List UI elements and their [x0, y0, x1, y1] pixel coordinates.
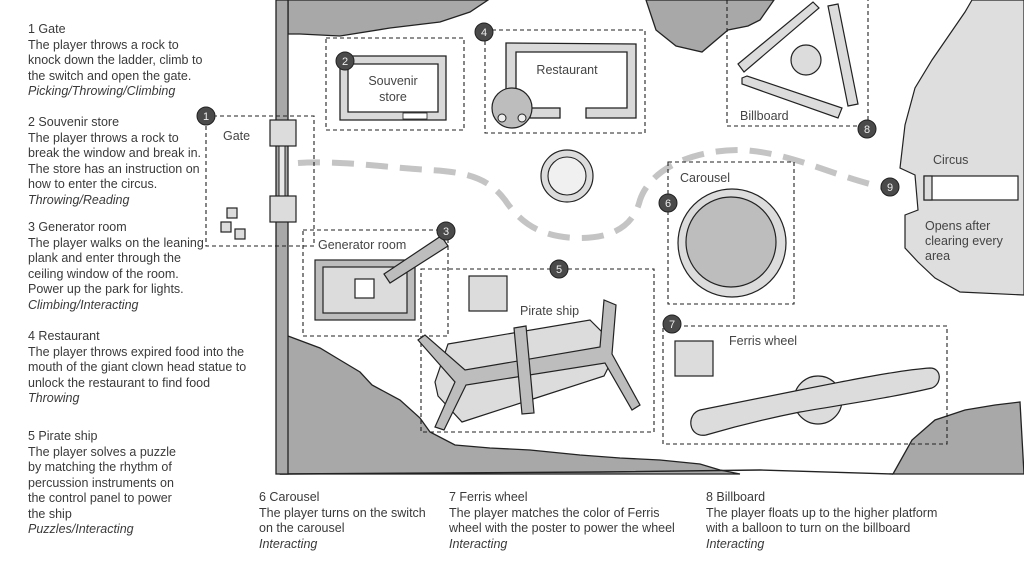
clown-eye	[497, 113, 507, 123]
svg-text:9: 9	[887, 182, 893, 194]
control-panel[interactable]	[468, 275, 508, 312]
zone-souvenir-store	[325, 37, 465, 131]
description-tags: Throwing	[28, 391, 80, 405]
ground-line	[279, 469, 894, 475]
circus-entrance[interactable]	[923, 175, 1019, 201]
ferris-wheel-poster[interactable]	[674, 340, 714, 377]
description-tags: Interacting	[259, 536, 318, 551]
zone-billboard	[726, 0, 869, 127]
circus-label: Circus	[933, 153, 968, 167]
svg-text:8: 8	[864, 124, 870, 136]
generator-room-label: Generator room	[318, 238, 406, 252]
ceiling-window[interactable]	[354, 278, 375, 299]
park-wall	[275, 0, 289, 475]
description-title: 1 Gate	[28, 22, 66, 36]
svg-text:6: 6	[665, 198, 671, 210]
souvenir-store-window[interactable]	[402, 112, 428, 120]
description-title: 6 Carousel	[259, 490, 320, 504]
circus-note: Opens after	[925, 219, 990, 233]
billboard-panel	[741, 75, 843, 119]
marker-5[interactable]: 5	[549, 259, 569, 279]
marker-4[interactable]: 4	[474, 22, 494, 42]
souvenir-store-walls	[339, 55, 447, 121]
zone-pirate-ship	[420, 268, 655, 433]
svg-text:2: 2	[342, 56, 348, 68]
hill-bottom-left	[279, 335, 741, 475]
description-souvenir-store: 2 Souvenir store The player throws a roc…	[28, 115, 202, 207]
description-tags: Interacting	[706, 536, 765, 551]
description-restaurant: 4 Restaurant The player throws expired f…	[28, 329, 247, 405]
fountain-inner	[547, 156, 587, 196]
leaning-plank[interactable]	[383, 235, 449, 284]
billboard-center	[790, 44, 822, 76]
circus-note: clearing every	[925, 234, 1004, 248]
rock-item	[220, 221, 232, 233]
souvenir-store-label: store	[379, 90, 407, 104]
svg-text:3: 3	[443, 226, 449, 238]
description-tags: Puzzles/Interacting	[28, 522, 134, 536]
description-tags: Picking/Throwing/Climbing	[28, 84, 176, 98]
ferris-wheel-label: Ferris wheel	[729, 334, 797, 348]
gate-pillar-top	[269, 119, 297, 147]
souvenir-store-label: Souvenir	[368, 74, 417, 88]
billboard-panel	[737, 1, 820, 73]
description-pirate-ship: 5 Pirate ship The player solves a puzzle…	[28, 429, 176, 536]
carousel-label: Carousel	[680, 171, 730, 185]
rock-top-left	[287, 0, 490, 37]
pirate-ship-label: Pirate ship	[520, 304, 579, 318]
description-tags: Climbing/Interacting	[28, 297, 139, 312]
zone-ferris-wheel	[662, 325, 948, 445]
player-path	[297, 146, 883, 242]
clown-head-statue[interactable]	[491, 87, 533, 129]
marker-7[interactable]: 7	[662, 314, 682, 334]
rock-bottom-right	[891, 401, 1024, 475]
clown-eye	[517, 113, 527, 123]
rock-item	[226, 207, 238, 219]
description-generator-room: 3 Generator room The player walks on the…	[28, 220, 204, 312]
marker-2[interactable]: 2	[335, 51, 355, 71]
pirate-ship-mast	[513, 325, 535, 415]
description-billboard: 8 Billboard The player floats up to the …	[706, 490, 938, 551]
description-gate: 1 Gate The player throws a rock to knock…	[28, 22, 203, 98]
description-title: 3 Generator room	[28, 220, 127, 234]
description-carousel: 6 Carousel The player turns on the switc…	[259, 490, 426, 551]
gate-opening	[278, 141, 286, 199]
description-ferris-wheel: 7 Ferris wheel The player matches the co…	[449, 490, 675, 551]
svg-text:4: 4	[481, 27, 487, 39]
svg-text:1: 1	[203, 111, 209, 123]
zone-restaurant	[484, 29, 646, 134]
description-title: 2 Souvenir store	[28, 115, 120, 129]
rock-top-center	[645, 0, 775, 53]
marker-6[interactable]: 6	[658, 193, 678, 213]
rock-item	[234, 228, 246, 240]
svg-text:5: 5	[556, 264, 562, 276]
description-title: 4 Restaurant	[28, 329, 100, 343]
gate-label: Gate	[223, 129, 250, 143]
description-tags: Interacting	[449, 536, 508, 551]
svg-text:7: 7	[669, 319, 675, 331]
marker-8[interactable]: 8	[857, 119, 877, 139]
description-tags: Throwing/Reading	[28, 192, 130, 207]
description-title: 8 Billboard	[706, 490, 766, 504]
carousel-platform[interactable]	[685, 196, 777, 288]
description-title: 5 Pirate ship	[28, 429, 98, 443]
gate-pillar-bottom	[269, 195, 297, 223]
description-title: 7 Ferris wheel	[449, 490, 528, 504]
ferris-wheel-fallen[interactable]	[690, 367, 940, 436]
circus-note: area	[925, 249, 950, 263]
zone-carousel	[667, 161, 795, 305]
marker-3[interactable]: 3	[436, 221, 456, 241]
billboard-panel	[827, 3, 859, 107]
zone-generator-room	[302, 229, 449, 337]
circus-gate	[923, 175, 933, 201]
marker-9[interactable]: 9	[880, 177, 900, 197]
restaurant-label: Restaurant	[536, 63, 598, 77]
restaurant-wall-segment	[529, 107, 561, 119]
circus-ground	[899, 0, 1024, 296]
billboard-label: Billboard	[740, 109, 789, 123]
marker-1[interactable]: 1	[196, 106, 216, 126]
